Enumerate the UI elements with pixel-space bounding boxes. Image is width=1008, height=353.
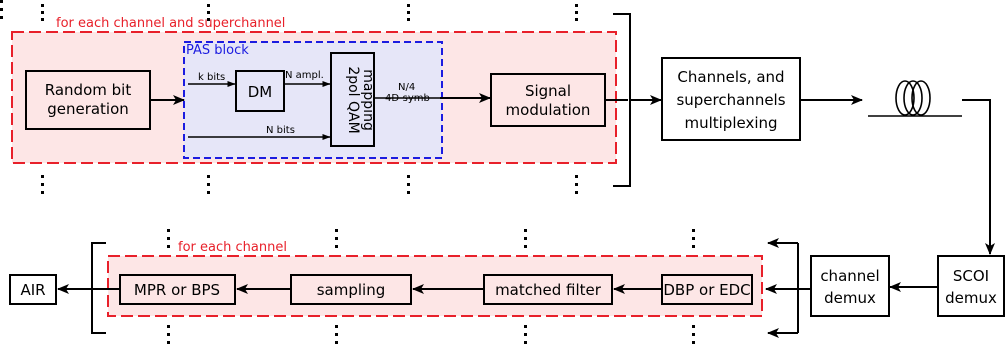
dm-label: DM <box>248 83 273 101</box>
k-bits-label: k bits <box>198 72 225 83</box>
qam-label-2: mapping <box>360 69 376 131</box>
chdemux-label-1: channel <box>820 267 879 285</box>
bottom-group-label: for each channel <box>178 240 287 255</box>
sampling-box <box>290 274 412 305</box>
air-label: AIR <box>20 281 45 299</box>
multiplexing-box <box>661 57 801 141</box>
channel-demux-box <box>810 255 890 317</box>
random-bits-label-2: generation <box>47 100 129 118</box>
mpr-box <box>119 274 236 305</box>
top-dots-upper <box>41 4 578 21</box>
bottom-dots-upper <box>167 229 695 248</box>
signal-mod-box <box>490 73 606 127</box>
mux-label-1: Channels, and <box>677 68 784 86</box>
fiber-coil-icon <box>868 80 962 117</box>
mpr-label: MPR or BPS <box>134 281 220 299</box>
scoi-box <box>937 255 1005 317</box>
random-bits-box <box>25 70 151 130</box>
top-group-label: for each channel and superchannel <box>56 16 285 31</box>
top-dots-lower <box>41 175 578 194</box>
scoi-label-1: SCOI <box>953 267 989 285</box>
qam-mapping-box <box>330 52 375 147</box>
n-bits-label: N bits <box>266 125 295 136</box>
dbp-label: DBP or EDC <box>663 281 750 299</box>
signal-mod-label-1: Signal <box>525 82 571 100</box>
signal-mod-label-2: modulation <box>506 101 591 119</box>
scoi-label-2: demux <box>945 289 997 307</box>
random-bits-label-1: Random bit <box>45 81 132 99</box>
qam-label-1: 2pol QAM <box>345 66 361 133</box>
bottom-dots-lower <box>167 325 695 344</box>
sampling-label: sampling <box>317 281 386 299</box>
dm-box <box>235 70 285 112</box>
top-dots <box>0 0 3 19</box>
n4-label: N/4 <box>398 82 415 93</box>
pas-block-label: PAS block <box>186 43 249 58</box>
n-ampl-label: N ampl. <box>285 70 324 81</box>
matched-filter-label: matched filter <box>495 281 602 299</box>
mux-label-2: superchannels <box>676 91 785 109</box>
air-box <box>9 274 57 305</box>
pas-block-frame <box>183 41 443 159</box>
arrow-fiber-to-scoi <box>962 99 995 255</box>
chdemux-label-2: demux <box>824 289 876 307</box>
mux-label-3: multiplexing <box>684 114 777 132</box>
